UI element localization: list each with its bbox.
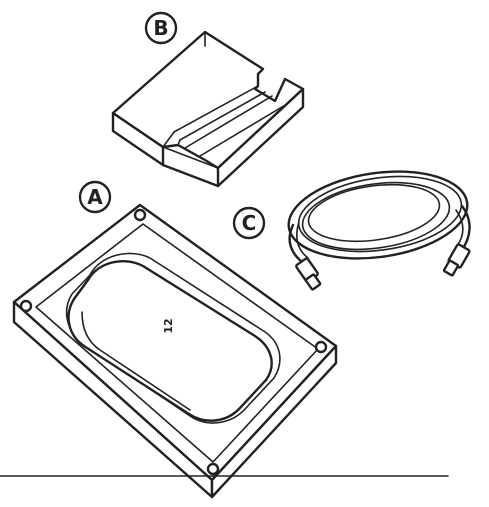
cable-c (287, 170, 471, 291)
callout-c-label: C (242, 211, 257, 235)
callout-b: B (144, 11, 178, 45)
cable-connector-right (442, 243, 471, 277)
callout-c: C (232, 206, 266, 240)
screw-hole-left (19, 299, 33, 313)
charging-pad: 12 (65, 252, 281, 424)
pad-mark: 12 (162, 318, 175, 333)
screw-hole-top (133, 208, 147, 222)
cable-connector-left (295, 257, 322, 291)
callout-b-label: B (153, 16, 168, 40)
stand-block-b (111, 30, 305, 188)
screw-hole-right (314, 340, 328, 354)
screw-hole-bottom (206, 462, 220, 476)
callout-a: A (78, 180, 112, 214)
callout-a-label: A (87, 185, 103, 209)
